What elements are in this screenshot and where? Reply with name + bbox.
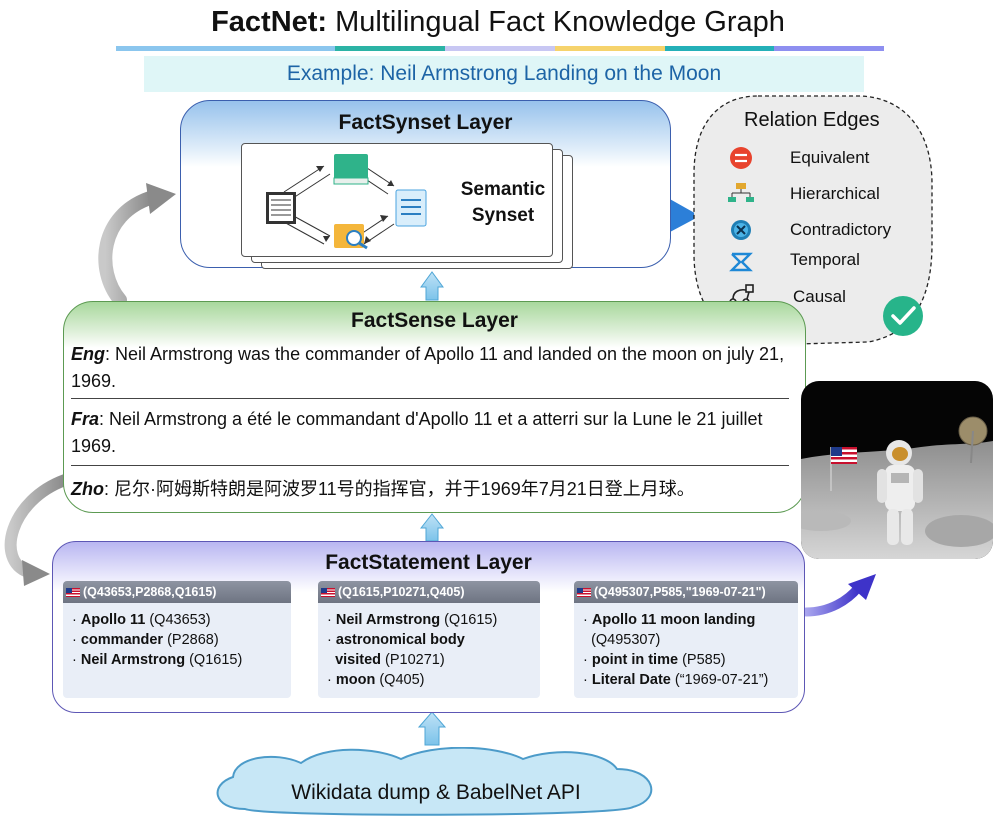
statement-card-1: (Q43653,P2868,Q1615) · Apollo 11 (Q43653… bbox=[63, 581, 291, 698]
us-flag-icon bbox=[321, 588, 335, 597]
synset-cycle-diagram bbox=[266, 154, 427, 250]
up-arrow-statement-sense bbox=[419, 513, 445, 542]
semantic-label-line2: Synset bbox=[471, 205, 535, 226]
gray-arrowhead-lower bbox=[22, 560, 50, 586]
list-item: · Apollo 11 (Q43653) bbox=[72, 612, 211, 628]
list-item: · point in time (P585) bbox=[583, 652, 726, 668]
color-segment bbox=[554, 46, 665, 51]
notepad-icon bbox=[395, 189, 427, 227]
relation-contradictory-label: Contradictory bbox=[790, 220, 892, 239]
moon-landing-photo bbox=[801, 381, 993, 559]
contradictory-icon bbox=[731, 220, 751, 240]
purple-arrowhead-3 bbox=[848, 574, 876, 600]
equivalent-icon bbox=[730, 147, 752, 169]
list-item: · moon (Q405) bbox=[327, 672, 425, 688]
factsynset-title: FactSynset Layer bbox=[338, 111, 513, 134]
list-item: · Neil Armstrong (Q1615) bbox=[327, 612, 498, 628]
relation-icons bbox=[728, 147, 754, 306]
list-item: · Apollo 11 moon landing bbox=[583, 612, 756, 628]
temporal-icon bbox=[729, 252, 753, 272]
astronaut-image bbox=[801, 381, 993, 559]
statement-card-2: (Q1615,P10271,Q405) · Neil Armstrong (Q1… bbox=[318, 581, 540, 698]
synset-card bbox=[241, 143, 553, 257]
diagram-title: FactNet: Multilingual Fact Knowledge Gra… bbox=[211, 6, 785, 38]
relation-hierarchical-label: Hierarchical bbox=[790, 184, 880, 203]
statement-card-body: · Apollo 11 moon landing (Q495307) · poi… bbox=[574, 603, 798, 690]
factsense-title: FactSense Layer bbox=[351, 309, 518, 332]
list-item: (Q495307) bbox=[591, 632, 661, 648]
us-flag-icon bbox=[577, 588, 591, 597]
us-flag-icon bbox=[66, 588, 80, 597]
relation-temporal-label: Temporal bbox=[790, 250, 860, 269]
gray-curved-arrow-lower bbox=[4, 474, 71, 578]
astronaut-figure bbox=[877, 440, 923, 545]
statement-card-header: (Q43653,P2868,Q1615) bbox=[63, 581, 291, 603]
title-color-bar bbox=[116, 46, 885, 51]
statement-card-header: (Q495307,P585,"1969-07-21") bbox=[574, 581, 798, 603]
french-sense-text: Fra: Neil Armstrong a été le commandant … bbox=[71, 409, 763, 456]
chinese-sense-text: Zho: 尼尔·阿姆斯特朗是阿波罗11号的指挥官，并于1969年7月21日登上月… bbox=[71, 479, 695, 499]
color-segment bbox=[116, 46, 226, 51]
lang-label-fra: Fra bbox=[71, 409, 100, 429]
list-item: · astronomical body bbox=[327, 632, 465, 648]
factstatement-title: FactStatement Layer bbox=[325, 551, 532, 574]
up-arrow-source-statement bbox=[417, 711, 447, 746]
color-segment bbox=[445, 46, 555, 51]
statement-card-header: (Q1615,P10271,Q405) bbox=[318, 581, 540, 603]
blue-arrowhead-relations bbox=[668, 198, 700, 232]
color-segment bbox=[225, 46, 336, 51]
color-segment bbox=[664, 46, 775, 51]
factsense-layer: FactSense Layer Eng: Neil Armstrong was … bbox=[63, 301, 806, 513]
list-item: · Neil Armstrong (Q1615) bbox=[72, 652, 243, 668]
gray-arrowhead-upper bbox=[146, 183, 176, 214]
separator bbox=[71, 398, 789, 399]
relation-causal-label: Causal bbox=[793, 287, 846, 306]
lang-label-eng: Eng bbox=[71, 344, 105, 364]
color-segment bbox=[774, 46, 885, 51]
semantic-label-line1: Semantic bbox=[460, 179, 546, 200]
list-item: · Literal Date (“1969-07-21”) bbox=[583, 672, 769, 688]
source-cloud bbox=[216, 747, 653, 816]
list-item: · commander (P2868) bbox=[72, 632, 219, 648]
hierarchy-icon bbox=[728, 183, 754, 202]
list-item: visited (P10271) bbox=[335, 652, 445, 668]
lang-label-zho: Zho bbox=[71, 479, 104, 499]
folder-search-icon bbox=[334, 224, 368, 250]
semantic-synset-label: Semantic Synset bbox=[443, 177, 563, 229]
statement-card-body: · Neil Armstrong (Q1615) · astronomical … bbox=[318, 603, 540, 690]
factsynset-layer: FactSynset Layer bbox=[180, 100, 671, 269]
color-segment bbox=[335, 46, 446, 51]
antenna-dish bbox=[958, 416, 988, 464]
gray-curved-arrow-upper bbox=[98, 191, 157, 307]
check-icon bbox=[883, 296, 923, 336]
document-icon bbox=[266, 192, 296, 224]
example-banner: Example: Neil Armstrong Landing on the M… bbox=[144, 56, 864, 92]
relation-equivalent-label: Equivalent bbox=[790, 148, 870, 167]
purple-arrow-card3-photo bbox=[801, 583, 863, 617]
book-icon bbox=[333, 154, 369, 185]
statement-card-body: · Apollo 11 (Q43653) · commander (P2868)… bbox=[63, 603, 291, 670]
factstatement-layer: FactStatement Layer (Q43653,P2868,Q1615)… bbox=[52, 541, 805, 713]
english-sense-text: Eng: Neil Armstrong was the commander of… bbox=[71, 344, 785, 391]
statement-card-3: (Q495307,P585,"1969-07-21") · Apollo 11 … bbox=[574, 581, 798, 698]
source-label: Wikidata dump & BabelNet API bbox=[291, 781, 581, 804]
relation-edges-title: Relation Edges bbox=[744, 109, 880, 131]
separator bbox=[71, 465, 789, 466]
up-arrow-sense-synset bbox=[420, 271, 444, 301]
